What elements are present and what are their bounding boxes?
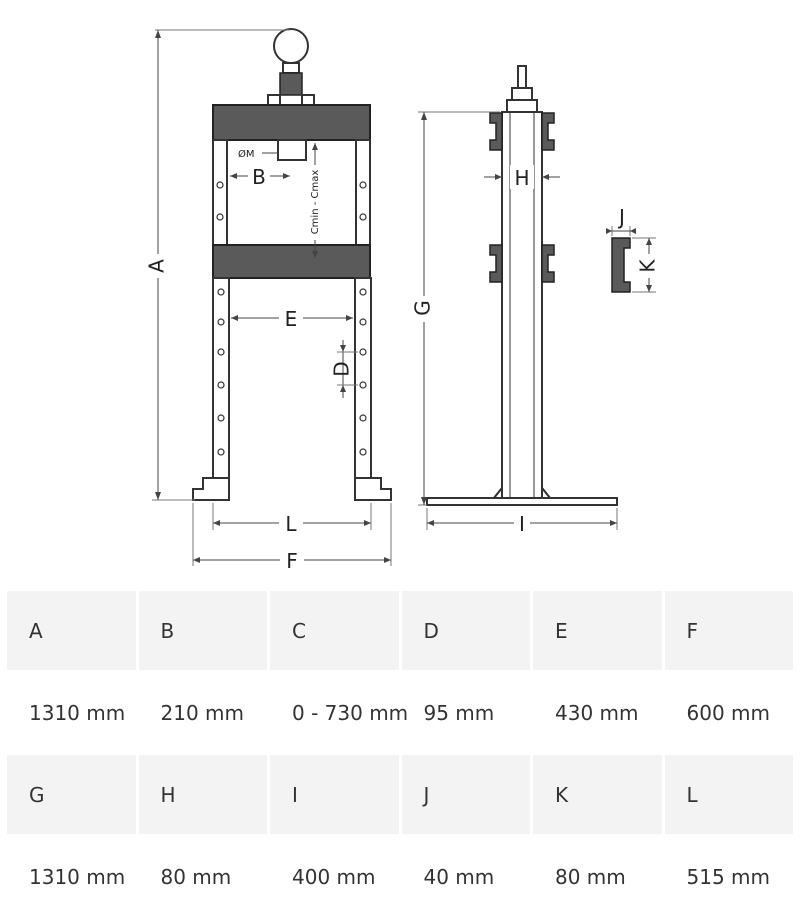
pressure-gauge-icon — [267, 28, 315, 106]
table-value-cell: 430 mm — [530, 670, 665, 755]
label-h: H — [514, 166, 529, 190]
label-i: I — [519, 512, 525, 536]
front-view: A ØM B Cmin - Cmax E — [144, 28, 392, 573]
label-g: G — [411, 300, 435, 316]
dimension-a: A — [144, 29, 290, 501]
table-header-cell: F — [661, 588, 796, 673]
label-d: D — [330, 361, 354, 376]
table-value-cell: 80 mm — [530, 834, 665, 919]
table-value-cell: 95 mm — [398, 670, 533, 755]
table-value-cell: 400 mm — [267, 834, 402, 919]
right-post-upper — [355, 139, 371, 246]
label-c: Cmin - Cmax — [310, 170, 321, 235]
table-header-cell: I — [267, 752, 402, 837]
table-header-cell: G — [4, 752, 139, 837]
table-header-cell: H — [135, 752, 270, 837]
label-f: F — [286, 549, 298, 573]
dimension-c: Cmin - Cmax — [309, 143, 321, 258]
table-value-cell: 600 mm — [661, 670, 796, 755]
label-a: A — [145, 259, 169, 273]
label-l: L — [285, 512, 297, 536]
table-value-cell: 1310 mm — [4, 834, 139, 919]
table-value-cell: 80 mm — [135, 834, 270, 919]
right-post-lower — [354, 277, 372, 501]
label-k: K — [636, 259, 660, 273]
dimension-f: F — [192, 503, 392, 573]
left-post-lower — [212, 277, 230, 501]
right-foot — [354, 477, 392, 501]
table-value-cell: 515 mm — [661, 834, 796, 919]
table-header-cell: B — [135, 588, 270, 673]
dimension-g: G — [411, 111, 500, 506]
table-value-cell: 0 - 730 mm — [267, 670, 408, 755]
dimension-l: L — [212, 503, 372, 536]
channel-profile-detail: J K — [606, 205, 660, 293]
table-header-cell: A — [4, 588, 139, 673]
bed-beam — [212, 244, 371, 279]
label-e: E — [285, 307, 298, 331]
ram — [277, 139, 307, 161]
table-header-cell: J — [398, 752, 533, 837]
table-header-cell: L — [661, 752, 796, 837]
table-header-cell: K — [530, 752, 665, 837]
table-header-cell: D — [398, 588, 533, 673]
post-holes — [216, 181, 367, 456]
dimension-e: E — [231, 306, 353, 331]
label-m: ØM — [238, 148, 255, 160]
left-foot — [192, 477, 230, 501]
dimension-d: D — [330, 340, 358, 398]
left-post-upper — [212, 139, 228, 246]
label-j: J — [617, 205, 625, 229]
dimension-h: H — [484, 165, 560, 190]
table-value-cell: 40 mm — [398, 834, 533, 919]
table-value-cell: 1310 mm — [4, 670, 139, 755]
dimension-i: I — [426, 508, 618, 536]
side-view: G H I — [411, 65, 618, 536]
label-b: B — [252, 165, 266, 189]
press-dimension-diagram: A ØM B Cmin - Cmax E — [144, 28, 660, 573]
table-header-cell: E — [530, 588, 665, 673]
top-beam — [212, 104, 371, 141]
dimension-b: B — [230, 164, 290, 189]
table-value-cell: 210 mm — [135, 670, 270, 755]
table-header-cell: C — [267, 588, 402, 673]
